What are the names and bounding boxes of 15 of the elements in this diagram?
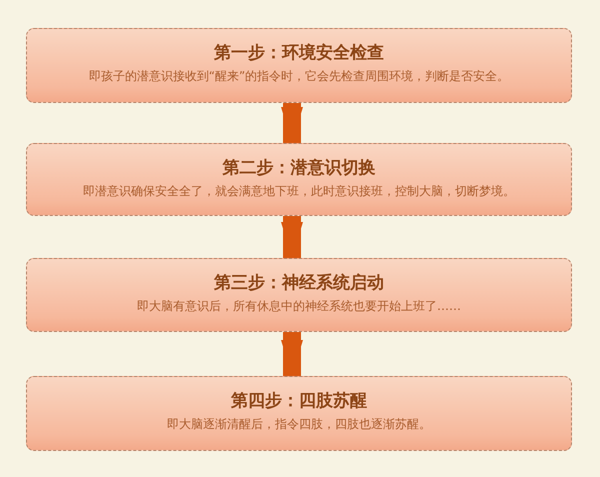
step-title: 第一步：环境安全检查	[213, 42, 385, 64]
step-box	[26, 28, 572, 103]
down-arrow	[281, 332, 303, 376]
down-arrow	[281, 216, 303, 258]
step-title: 第三步：神经系统启动	[213, 272, 385, 294]
step-box	[26, 376, 572, 451]
step-box	[26, 143, 572, 216]
step-description: 即孩子的潜意识接收到“醒来”的指令时，它会先检查周围环境，判断是否安全。	[88, 68, 510, 85]
step-description: 即大脑逐渐清醒后，指令四肢，四肢也逐渐苏醒。	[166, 416, 432, 433]
step-description: 即潜意识确保安全全了，就会满意地下班，此时意识接班，控制大脑，切断梦境。	[82, 183, 516, 200]
step-box	[26, 258, 572, 332]
down-arrow	[281, 103, 303, 143]
step-title: 第二步：潜意识切换	[222, 157, 376, 179]
step-description: 即大脑有意识后，所有休息中的神经系统也要开始上班了……	[136, 298, 462, 315]
step-title: 第四步：四肢苏醒	[230, 390, 368, 412]
